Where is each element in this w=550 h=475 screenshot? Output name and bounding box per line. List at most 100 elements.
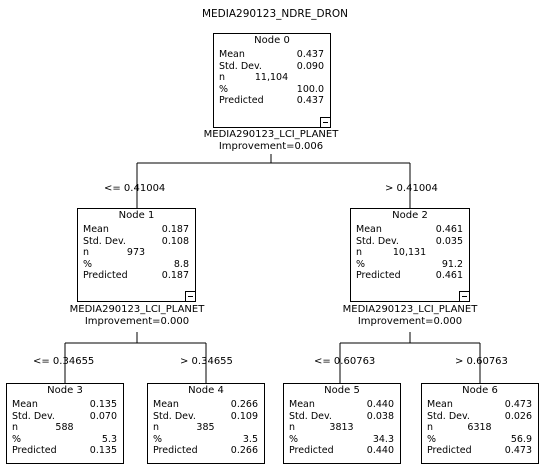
std-label: Std. Dev. <box>83 235 126 247</box>
node-6[interactable]: Node 6 Mean 0.473 Std. Dev. 0.026 n 6318 % 5… <box>421 383 539 464</box>
n-value: 10,131 <box>392 247 427 258</box>
std-value: 0.070 <box>89 410 117 422</box>
pct-label: % <box>83 258 93 270</box>
n-value: 973 <box>126 247 146 258</box>
mean-value: 0.266 <box>230 399 258 410</box>
predicted-label: Predicted <box>427 445 472 456</box>
collapse-toggle[interactable] <box>320 117 331 128</box>
predicted-value: 0.440 <box>366 445 394 456</box>
predicted-value: 0.266 <box>230 445 258 456</box>
n-label: n <box>219 72 226 83</box>
n-label: n <box>289 422 296 433</box>
mean-value: 0.473 <box>504 399 532 410</box>
n-value: 6318 <box>467 422 492 433</box>
pct-value: 3.5 <box>242 433 258 445</box>
n-value: 3813 <box>329 422 354 433</box>
tree-title: MEDIA290123_NDRE_DRON <box>201 8 348 20</box>
pct-label: % <box>356 258 366 270</box>
collapse-toggle[interactable] <box>185 291 196 302</box>
node-title: Node 2 <box>392 210 428 221</box>
pct-label: % <box>153 433 163 445</box>
pct-value: 34.3 <box>372 433 394 445</box>
std-value: 0.026 <box>504 410 532 422</box>
node-title: Node 5 <box>324 385 360 396</box>
predicted-value: 0.187 <box>161 270 189 281</box>
node-3[interactable]: Node 3 Mean 0.135 Std. Dev. 0.070 n 588 % 5.… <box>6 383 124 464</box>
n-label: n <box>427 422 434 433</box>
split-improvement: Improvement=0.006 <box>218 141 324 152</box>
mean-value: 0.440 <box>366 399 394 410</box>
std-label: Std. Dev. <box>356 235 399 247</box>
predicted-value: 0.461 <box>435 270 463 281</box>
std-label: Std. Dev. <box>219 60 262 72</box>
n-value: 11,104 <box>254 72 289 83</box>
std-value: 0.038 <box>366 410 394 422</box>
pct-value: 56.9 <box>510 433 532 445</box>
split-variable: MEDIA290123_LCI_PLANET <box>203 129 339 140</box>
mean-label: Mean <box>219 49 245 60</box>
branch-label-right: > 0.34655 <box>180 356 233 367</box>
pct-value: 8.8 <box>173 258 189 270</box>
predicted-label: Predicted <box>12 445 57 456</box>
predicted-value: 0.437 <box>296 95 324 106</box>
split-label-node-2: MEDIA290123_LCI_PLANET Improvement=0.000 <box>310 304 510 328</box>
node-title: Node 1 <box>118 210 155 221</box>
std-label: Std. Dev. <box>153 410 196 422</box>
mean-value: 0.437 <box>296 49 324 60</box>
std-value: 0.109 <box>230 410 258 422</box>
mean-label: Mean <box>12 399 38 410</box>
n-label: n <box>12 422 19 433</box>
pct-label: % <box>427 433 437 445</box>
n-label: n <box>356 247 363 258</box>
mean-label: Mean <box>153 399 179 410</box>
predicted-value: 0.473 <box>504 445 532 456</box>
predicted-label: Predicted <box>356 270 401 281</box>
pct-value: 91.2 <box>441 258 463 270</box>
mean-value: 0.135 <box>89 399 117 410</box>
std-label: Std. Dev. <box>427 410 470 422</box>
mean-label: Mean <box>356 224 382 235</box>
mean-value: 0.187 <box>161 224 189 235</box>
predicted-value: 0.135 <box>89 445 117 456</box>
branch-label-left: <= 0.60763 <box>314 356 376 367</box>
node-title: Node 3 <box>47 385 83 396</box>
mean-label: Mean <box>83 224 109 235</box>
split-variable: MEDIA290123_LCI_PLANET <box>69 304 205 315</box>
split-improvement: Improvement=0.000 <box>84 316 190 327</box>
pct-value: 5.3 <box>101 433 117 445</box>
node-title: Node 6 <box>462 385 498 396</box>
n-value: 385 <box>196 422 215 433</box>
branch-label-left: <= 0.34655 <box>33 356 95 367</box>
branch-label-right: > 0.60763 <box>455 356 508 367</box>
split-variable: MEDIA290123_LCI_PLANET <box>342 304 478 315</box>
std-value: 0.035 <box>435 235 463 247</box>
node-title: Node 4 <box>188 385 224 396</box>
n-value: 588 <box>55 422 74 433</box>
node-4[interactable]: Node 4 Mean 0.266 Std. Dev. 0.109 n 385 % 3.… <box>147 383 265 464</box>
pct-value: 100.0 <box>296 83 324 95</box>
collapse-toggle[interactable] <box>459 291 470 302</box>
split-label-root: MEDIA290123_LCI_PLANET Improvement=0.006 <box>171 129 371 153</box>
predicted-label: Predicted <box>83 270 128 281</box>
std-label: Std. Dev. <box>289 410 332 422</box>
mean-label: Mean <box>427 399 453 410</box>
std-value: 0.090 <box>296 60 324 72</box>
branch-label-right: > 0.41004 <box>385 183 438 194</box>
pct-label: % <box>219 83 229 95</box>
pct-label: % <box>12 433 22 445</box>
n-label: n <box>153 422 160 433</box>
mean-label: Mean <box>289 399 315 410</box>
predicted-label: Predicted <box>219 95 264 106</box>
mean-value: 0.461 <box>435 224 463 235</box>
split-label-node-1: MEDIA290123_LCI_PLANET Improvement=0.000 <box>37 304 237 328</box>
predicted-label: Predicted <box>289 445 334 456</box>
std-label: Std. Dev. <box>12 410 55 422</box>
branch-label-left: <= 0.41004 <box>104 183 166 194</box>
std-value: 0.108 <box>161 235 189 247</box>
predicted-label: Predicted <box>153 445 198 456</box>
